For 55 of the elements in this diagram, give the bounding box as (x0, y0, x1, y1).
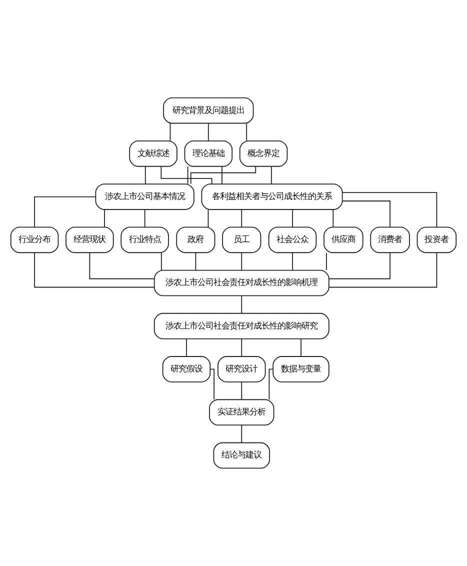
connector (292, 209, 293, 228)
node-box: 消费者 (370, 226, 410, 254)
node-box: 涉农上市公司社会责任对成长性的影响机理 (154, 270, 330, 296)
connector (342, 200, 390, 228)
node-box: 供应商 (324, 226, 364, 254)
node-box: 结论与建议 (213, 442, 270, 469)
node-box: 涉农上市公司基本情况 (95, 184, 194, 210)
connector (144, 166, 146, 184)
node-box: 政府 (176, 226, 216, 254)
node-box: 实证结果分析 (209, 399, 274, 426)
connector (170, 123, 171, 142)
node-box: 社会公众 (268, 226, 317, 254)
node-box: 研究设计 (217, 356, 266, 382)
connector (241, 338, 242, 357)
connector (332, 209, 334, 228)
connector (241, 295, 242, 314)
connector (160, 252, 162, 271)
connector (89, 252, 155, 280)
connector (241, 209, 242, 228)
connector (342, 192, 438, 228)
node-box: 数据与变量 (272, 356, 330, 382)
connector (241, 252, 242, 271)
node-box: 行业分布 (10, 226, 59, 254)
connector (210, 368, 215, 400)
node-box: 研究假设 (162, 356, 211, 382)
connector (328, 252, 390, 280)
connector (326, 252, 327, 271)
connector (270, 166, 272, 184)
connector (300, 338, 302, 357)
node-box: 行业特点 (120, 226, 169, 254)
connector (190, 166, 256, 184)
node-box: 员工 (222, 226, 262, 254)
connector (208, 123, 209, 142)
connector (328, 252, 438, 288)
connector (160, 166, 212, 184)
connector (241, 382, 242, 400)
connector (246, 123, 248, 142)
node-box: 概念界定 (239, 140, 288, 167)
connector (187, 166, 188, 184)
connector (104, 209, 105, 228)
node-box: 投资者 (416, 226, 457, 254)
connector (186, 338, 187, 357)
connector (195, 252, 196, 271)
node-box: 理论基础 (184, 140, 233, 167)
node-box: 经营现状 (66, 226, 114, 254)
node-box: 研究背景及问题提出 (163, 97, 254, 124)
connector (208, 209, 209, 228)
connector (34, 252, 155, 288)
connector (241, 424, 242, 443)
node-box: 涉农上市公司社会责任对成长性的影响研究 (154, 312, 330, 340)
connector (292, 252, 293, 271)
connector (34, 196, 96, 228)
connector (144, 209, 146, 228)
node-box: 各利益相关者与公司成长性的关系 (201, 184, 343, 210)
node-box: 文献综述 (129, 140, 178, 167)
